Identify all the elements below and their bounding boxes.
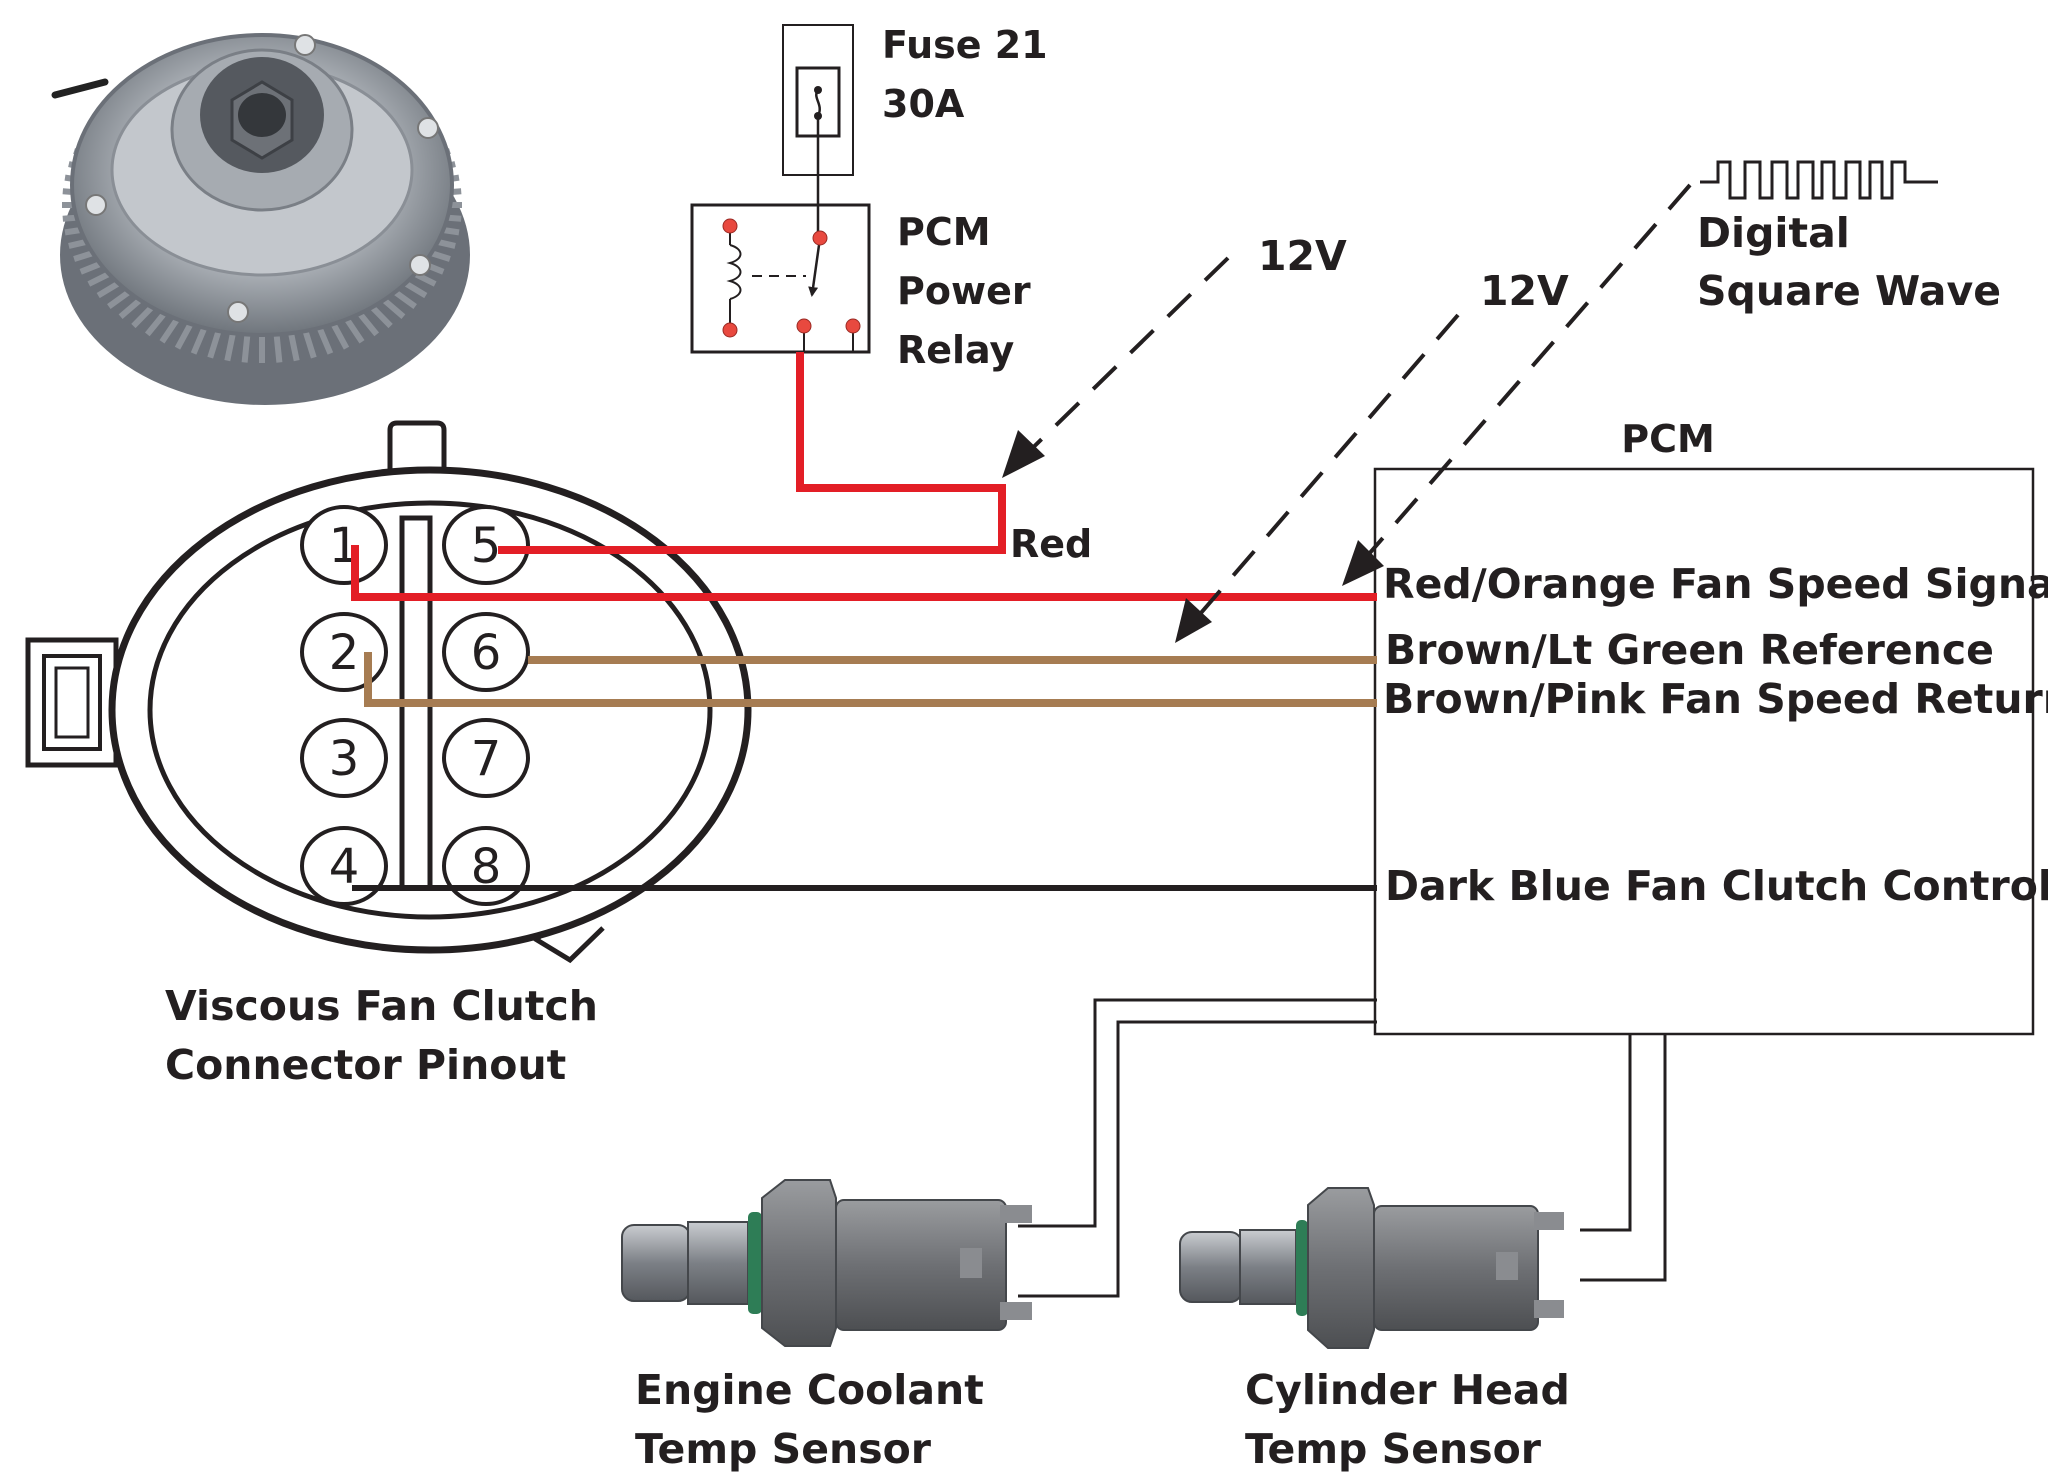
relay-label-line3: Relay xyxy=(897,328,1015,372)
temp-sensor-photo-icon xyxy=(1179,1187,1564,1349)
signal-square-wave-arrow xyxy=(1353,183,1692,572)
signal-arrows xyxy=(1002,183,1692,643)
pin-3-number: 3 xyxy=(329,731,360,787)
square-wave-symbol-icon xyxy=(1700,160,1938,200)
pcm-pin-red-orange-label: Red/Orange Fan Speed Signal xyxy=(1383,560,2048,608)
pin-6 xyxy=(442,612,530,692)
voltage-label-a: 12V xyxy=(1258,232,1347,280)
fuse-symbol-icon xyxy=(814,86,822,120)
connector-caption-line1: Viscous Fan Clutch xyxy=(165,982,598,1030)
square-wave-label-line1: Digital xyxy=(1697,209,1850,257)
engine-coolant-temp-sensor: Engine Coolant Temp Sensor xyxy=(621,1179,1032,1473)
connector-caption-line2: Connector Pinout xyxy=(165,1041,566,1089)
fuse-21: Fuse 21 30A xyxy=(782,23,1048,176)
temp-sensor-photo-icon xyxy=(621,1179,1032,1347)
pcm-pin-brown-pink-label: Brown/Pink Fan Speed Return xyxy=(1383,675,2048,723)
coolant-sensor-label-line2: Temp Sensor xyxy=(635,1425,932,1473)
pin-2-number: 2 xyxy=(329,625,360,681)
pin-7-number: 7 xyxy=(471,731,502,787)
arrowhead-12v-a xyxy=(1002,430,1045,478)
red-wire-label: Red xyxy=(1010,522,1092,566)
head-sensor-wires xyxy=(1580,1034,1667,1282)
pin-5 xyxy=(442,505,530,585)
pcm-title: PCM xyxy=(1621,417,1715,461)
pin-7 xyxy=(442,718,530,798)
pin-1 xyxy=(300,505,388,585)
head-sensor-label-line1: Cylinder Head xyxy=(1245,1366,1570,1414)
relay-contacts xyxy=(722,218,861,338)
coolant-sensor-wires xyxy=(1018,998,1377,1298)
relay-label-line1: PCM xyxy=(897,210,991,254)
coolant-sensor-label-line1: Engine Coolant xyxy=(635,1366,984,1414)
pin-6-number: 6 xyxy=(471,625,502,681)
fuse-rating-label: 30A xyxy=(882,82,965,126)
cylinder-head-temp-sensor: Cylinder Head Temp Sensor xyxy=(1179,1187,1570,1473)
pcm-module: PCM Red/Orange Fan Speed Signal Brown/Lt… xyxy=(1373,417,2048,1036)
pin-3 xyxy=(300,718,388,798)
voltage-label-b: 12V xyxy=(1480,267,1569,315)
relay-label-line2: Power xyxy=(897,269,1031,313)
viscous-fan-clutch-connector: 1 2 3 4 5 6 7 8 Viscous Fan Clutch Conne… xyxy=(25,420,752,1089)
signal-12v-b-arrow xyxy=(1186,313,1460,630)
pcm-power-relay: PCM Power Relay xyxy=(690,203,1031,372)
fuse-name-label: Fuse 21 xyxy=(882,23,1048,67)
brown-pink-wire xyxy=(364,652,1377,707)
arrowhead-12v-b xyxy=(1175,598,1212,643)
coil-symbol-icon xyxy=(726,226,742,330)
square-wave-label-line2: Square Wave xyxy=(1697,267,2001,315)
pcm-pin-brown-green-label: Brown/Lt Green Reference xyxy=(1385,626,1994,674)
red-wire-power xyxy=(498,352,1006,554)
signal-12v-a-arrow xyxy=(1010,256,1230,470)
head-sensor-label-line2: Temp Sensor xyxy=(1245,1425,1542,1473)
pcm-pin-dark-blue-label: Dark Blue Fan Clutch Control xyxy=(1385,862,2048,910)
fan-clutch-photo-icon xyxy=(51,33,470,405)
red-orange-wire xyxy=(351,545,1377,601)
pin-5-number: 5 xyxy=(471,518,502,574)
arrowhead-square-wave xyxy=(1342,540,1384,586)
